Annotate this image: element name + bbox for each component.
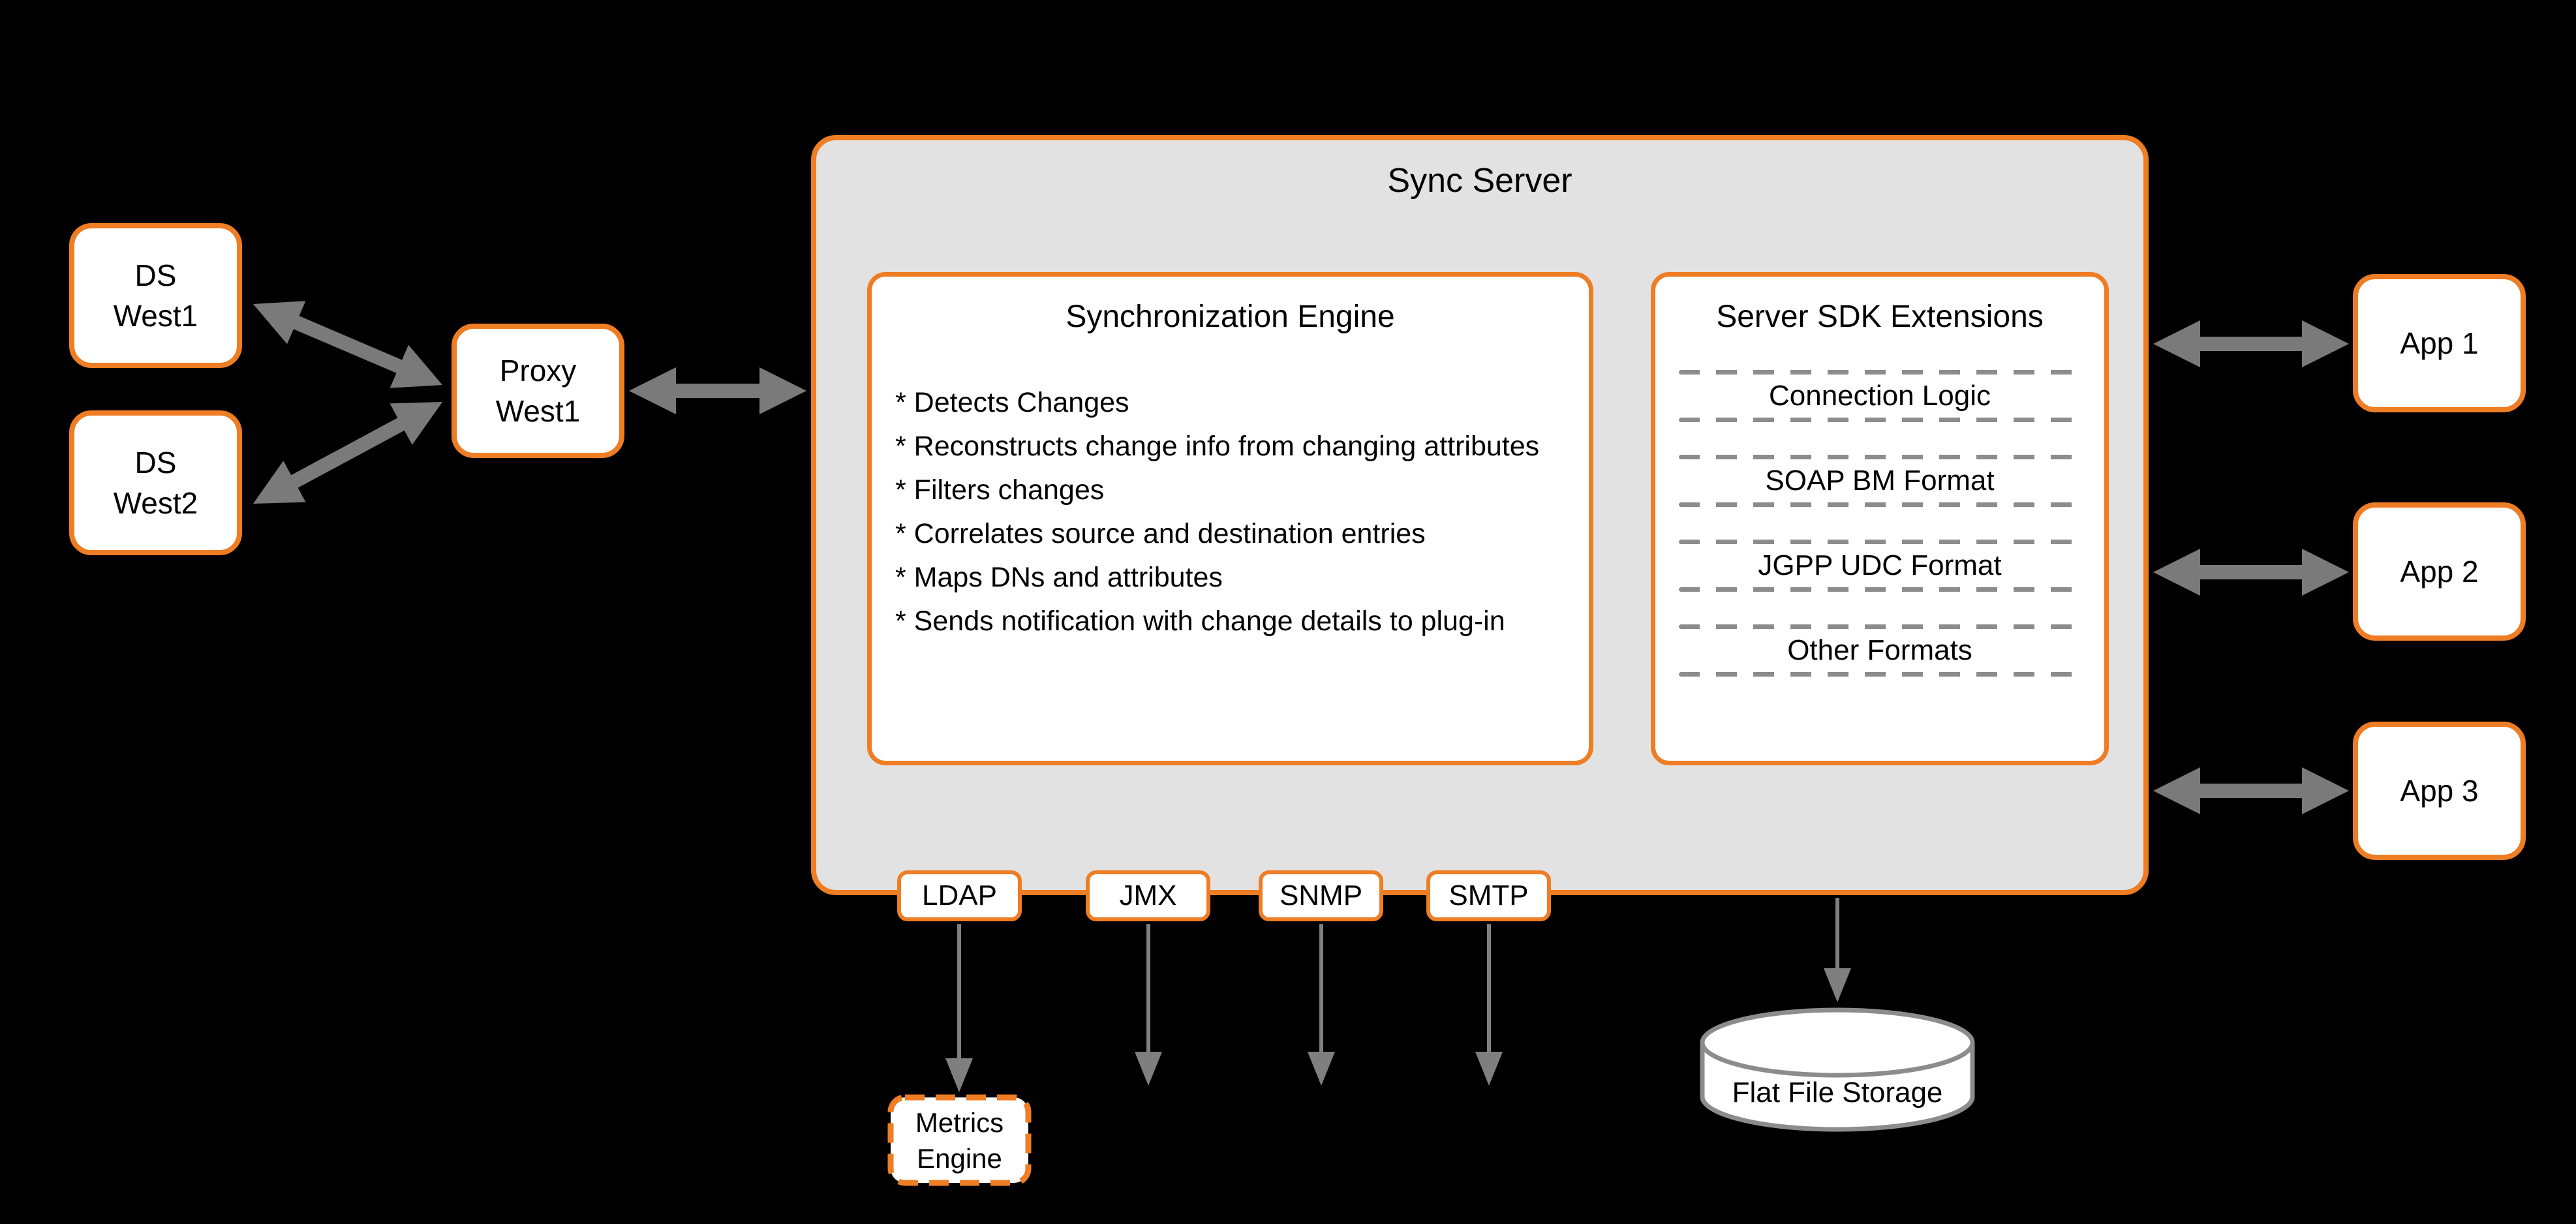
dashed-divider [1679,455,2081,459]
sync-engine-bullet-list: * Detects Changes * Reconstructs change … [895,381,1569,643]
dashed-divider [1679,587,2081,592]
node-flat-file-storage-label: Flat File Storage [1732,1076,1943,1109]
sync-engine-bullet: * Filters changes [895,474,1105,506]
node-app3: App 3 [2353,722,2526,860]
dashed-divider [1679,624,2081,629]
proto-label-smtp: SMTP [1449,880,1529,911]
sdk-item-label: SOAP BM Format [1765,465,1995,497]
dashed-divider [1679,540,2081,544]
arrow-syncserver-storage-head [1824,968,1851,1002]
node-app2: App 2 [2353,502,2526,641]
sync-engine-heading: Synchronization Engine [1066,299,1395,334]
arrow-smtp-down-head [1475,1052,1503,1086]
proto-box-snmp: SNMP [1259,870,1383,921]
node-metrics-engine-label: Metrics Engine [915,1107,1004,1174]
sync-engine-bullet: * Sends notification with change details… [895,605,1505,637]
dashed-divider [1679,370,2081,375]
sdk-item-label: Other Formats [1787,634,1972,666]
node-ds-west2-label: DS West2 [113,446,198,520]
node-flat-file-storage: Flat File Storage [1699,1005,1976,1134]
database-cylinder-icon [1700,1007,1975,1132]
node-proxy-west1: Proxy West1 [452,324,624,458]
sdk-extensions-box: Server SDK Extensions Connection Logic S… [1651,272,2109,765]
node-proxy-west1-label: Proxy West1 [495,354,581,428]
dashed-divider [1679,418,2081,422]
node-ds-west1: DS West1 [69,223,242,368]
sync-engine-box: Synchronization Engine * Detects Changes… [867,272,1593,765]
sdk-item-other-formats: Other Formats [1679,624,2081,677]
node-app3-label: App 3 [2400,774,2479,808]
sdk-item-label: JGPP UDC Format [1758,549,2002,581]
proto-label-jmx: JMX [1119,880,1177,911]
proto-label-ldap: LDAP [922,880,997,911]
arrow-ds-west2-proxy [253,402,442,504]
proto-box-ldap: LDAP [897,870,1022,921]
node-ds-west2: DS West2 [69,410,242,555]
node-metrics-engine: Metrics Engine [887,1094,1032,1186]
proto-label-snmp: SNMP [1279,880,1363,911]
sync-engine-bullet: * Maps DNs and attributes [895,562,1223,593]
sdk-extensions-heading: Server SDK Extensions [1716,299,2044,334]
arrow-ldap-metrics-head [945,1058,973,1092]
sync-engine-bullet: * Detects Changes [895,387,1129,418]
node-ds-west1-label: DS West1 [113,258,198,333]
arrow-syncserver-app1 [2153,320,2349,367]
sdk-item-connection-logic: Connection Logic [1679,370,2081,422]
node-app2-label: App 2 [2400,555,2479,589]
sdk-item-list: Connection Logic SOAP BM Format JGPP UDC… [1655,370,2104,677]
sync-engine-bullet: * Reconstructs change info from changing… [895,431,1540,462]
proto-box-smtp: SMTP [1426,870,1551,921]
sdk-item-label: Connection Logic [1768,380,1991,412]
sdk-item-soap-bm-format: SOAP BM Format [1679,455,2081,507]
arrow-syncserver-app3 [2153,767,2349,814]
arrow-proxy-syncserver [629,367,806,414]
dashed-divider [1679,502,2081,507]
proto-box-jmx: JMX [1086,870,1210,921]
arrow-syncserver-app2 [2153,549,2349,596]
dashed-divider [1679,672,2081,677]
metrics-engine-dashed-border [887,1094,1032,1186]
node-app1: App 1 [2353,274,2526,412]
arrow-jmx-down-head [1135,1052,1162,1086]
sync-engine-bullet: * Correlates source and destination entr… [895,518,1426,549]
arrow-ds-west1-proxy [253,301,442,388]
arrow-snmp-down-head [1308,1052,1335,1086]
node-app1-label: App 1 [2400,326,2479,360]
sdk-item-jgpp-udc-format: JGPP UDC Format [1679,540,2081,592]
sync-server-title: Sync Server [1387,162,1572,200]
